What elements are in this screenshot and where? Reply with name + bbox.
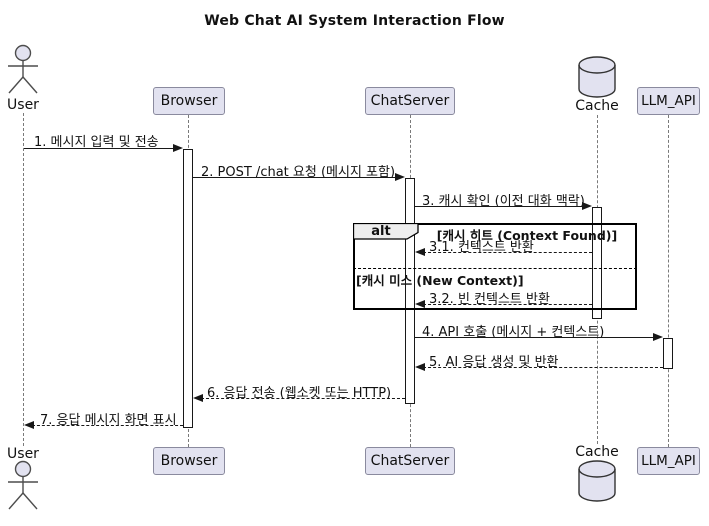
message-6-label: 6. 응답 전송 (웹소켓 또는 HTTP) [207,386,392,401]
alt-operator-tab [353,223,419,240]
message-4-line [415,337,655,338]
alt-divider [353,268,637,269]
user-actor-icon [1,44,45,96]
database-icon [578,56,616,98]
actor-user-bottom [1,460,45,512]
diagram-title: Web Chat AI System Interaction Flow [204,13,505,29]
message-3-label: 3. 캐시 확인 (이전 대화 맥락) [422,194,585,209]
message-3-2-label: 3.2. 빈 컨텍스트 반환 [429,292,550,307]
participant-chatserver-top: ChatServer [365,87,455,115]
message-7-label: 7. 응답 메시지 화면 표시 [40,413,177,428]
message-2-line [193,177,397,178]
message-2-label: 2. POST /chat 요청 (메시지 포함) [201,165,396,180]
alt-operator-label: alt [371,224,391,239]
participant-label-cache-bottom: Cache [575,444,619,460]
alt-fragment-frame [353,223,637,310]
message-5-label: 5. AI 응답 생성 및 반환 [429,355,559,370]
database-cache-bottom [578,460,616,502]
participant-llm-api-bottom: LLM_API [637,447,700,475]
participant-browser-top: Browser [153,87,225,115]
arrowhead-icon [193,394,203,402]
arrowhead-icon [653,333,663,341]
participant-label-user-bottom: User [7,446,39,462]
message-6-line [201,398,405,399]
arrowhead-icon [24,421,34,429]
participant-browser-bottom: Browser [153,447,225,475]
database-cache-top [578,56,616,98]
lifeline-llm-api [668,115,669,447]
database-icon [578,460,616,502]
alt-guard-1: [캐시 히트 (Context Found)] [436,228,618,243]
activation-llm-api [663,338,673,369]
message-7-line [32,425,183,426]
message-3-line [415,206,584,207]
message-3-1-line [423,252,592,253]
arrowhead-icon [415,363,425,371]
message-4-label: 4. API 호출 (메시지 + 컨텍스트) [422,325,605,340]
lifeline-user [23,113,24,446]
arrowhead-icon [173,144,183,152]
arrowhead-icon [415,248,425,256]
activation-chatserver [405,178,415,404]
activation-cache [592,207,602,319]
message-3-1-label: 3.1. 컨텍스트 반환 [429,240,534,255]
arrowhead-icon [395,173,405,181]
message-5-line [423,367,663,368]
message-1-label: 1. 메시지 입력 및 전송 [34,135,159,150]
participant-llm-api-top: LLM_API [637,87,700,115]
actor-user-top [1,44,45,96]
participant-label-user-top: User [7,97,39,113]
arrowhead-icon [415,300,425,308]
participant-chatserver-bottom: ChatServer [365,447,455,475]
arrowhead-icon [582,202,592,210]
participant-label-cache-top: Cache [575,98,619,114]
message-3-2-line [423,304,592,305]
user-actor-icon [1,460,45,512]
alt-guard-2: [캐시 미스 (New Context)] [356,273,524,288]
message-1-line [24,148,175,149]
activation-browser [183,149,193,428]
